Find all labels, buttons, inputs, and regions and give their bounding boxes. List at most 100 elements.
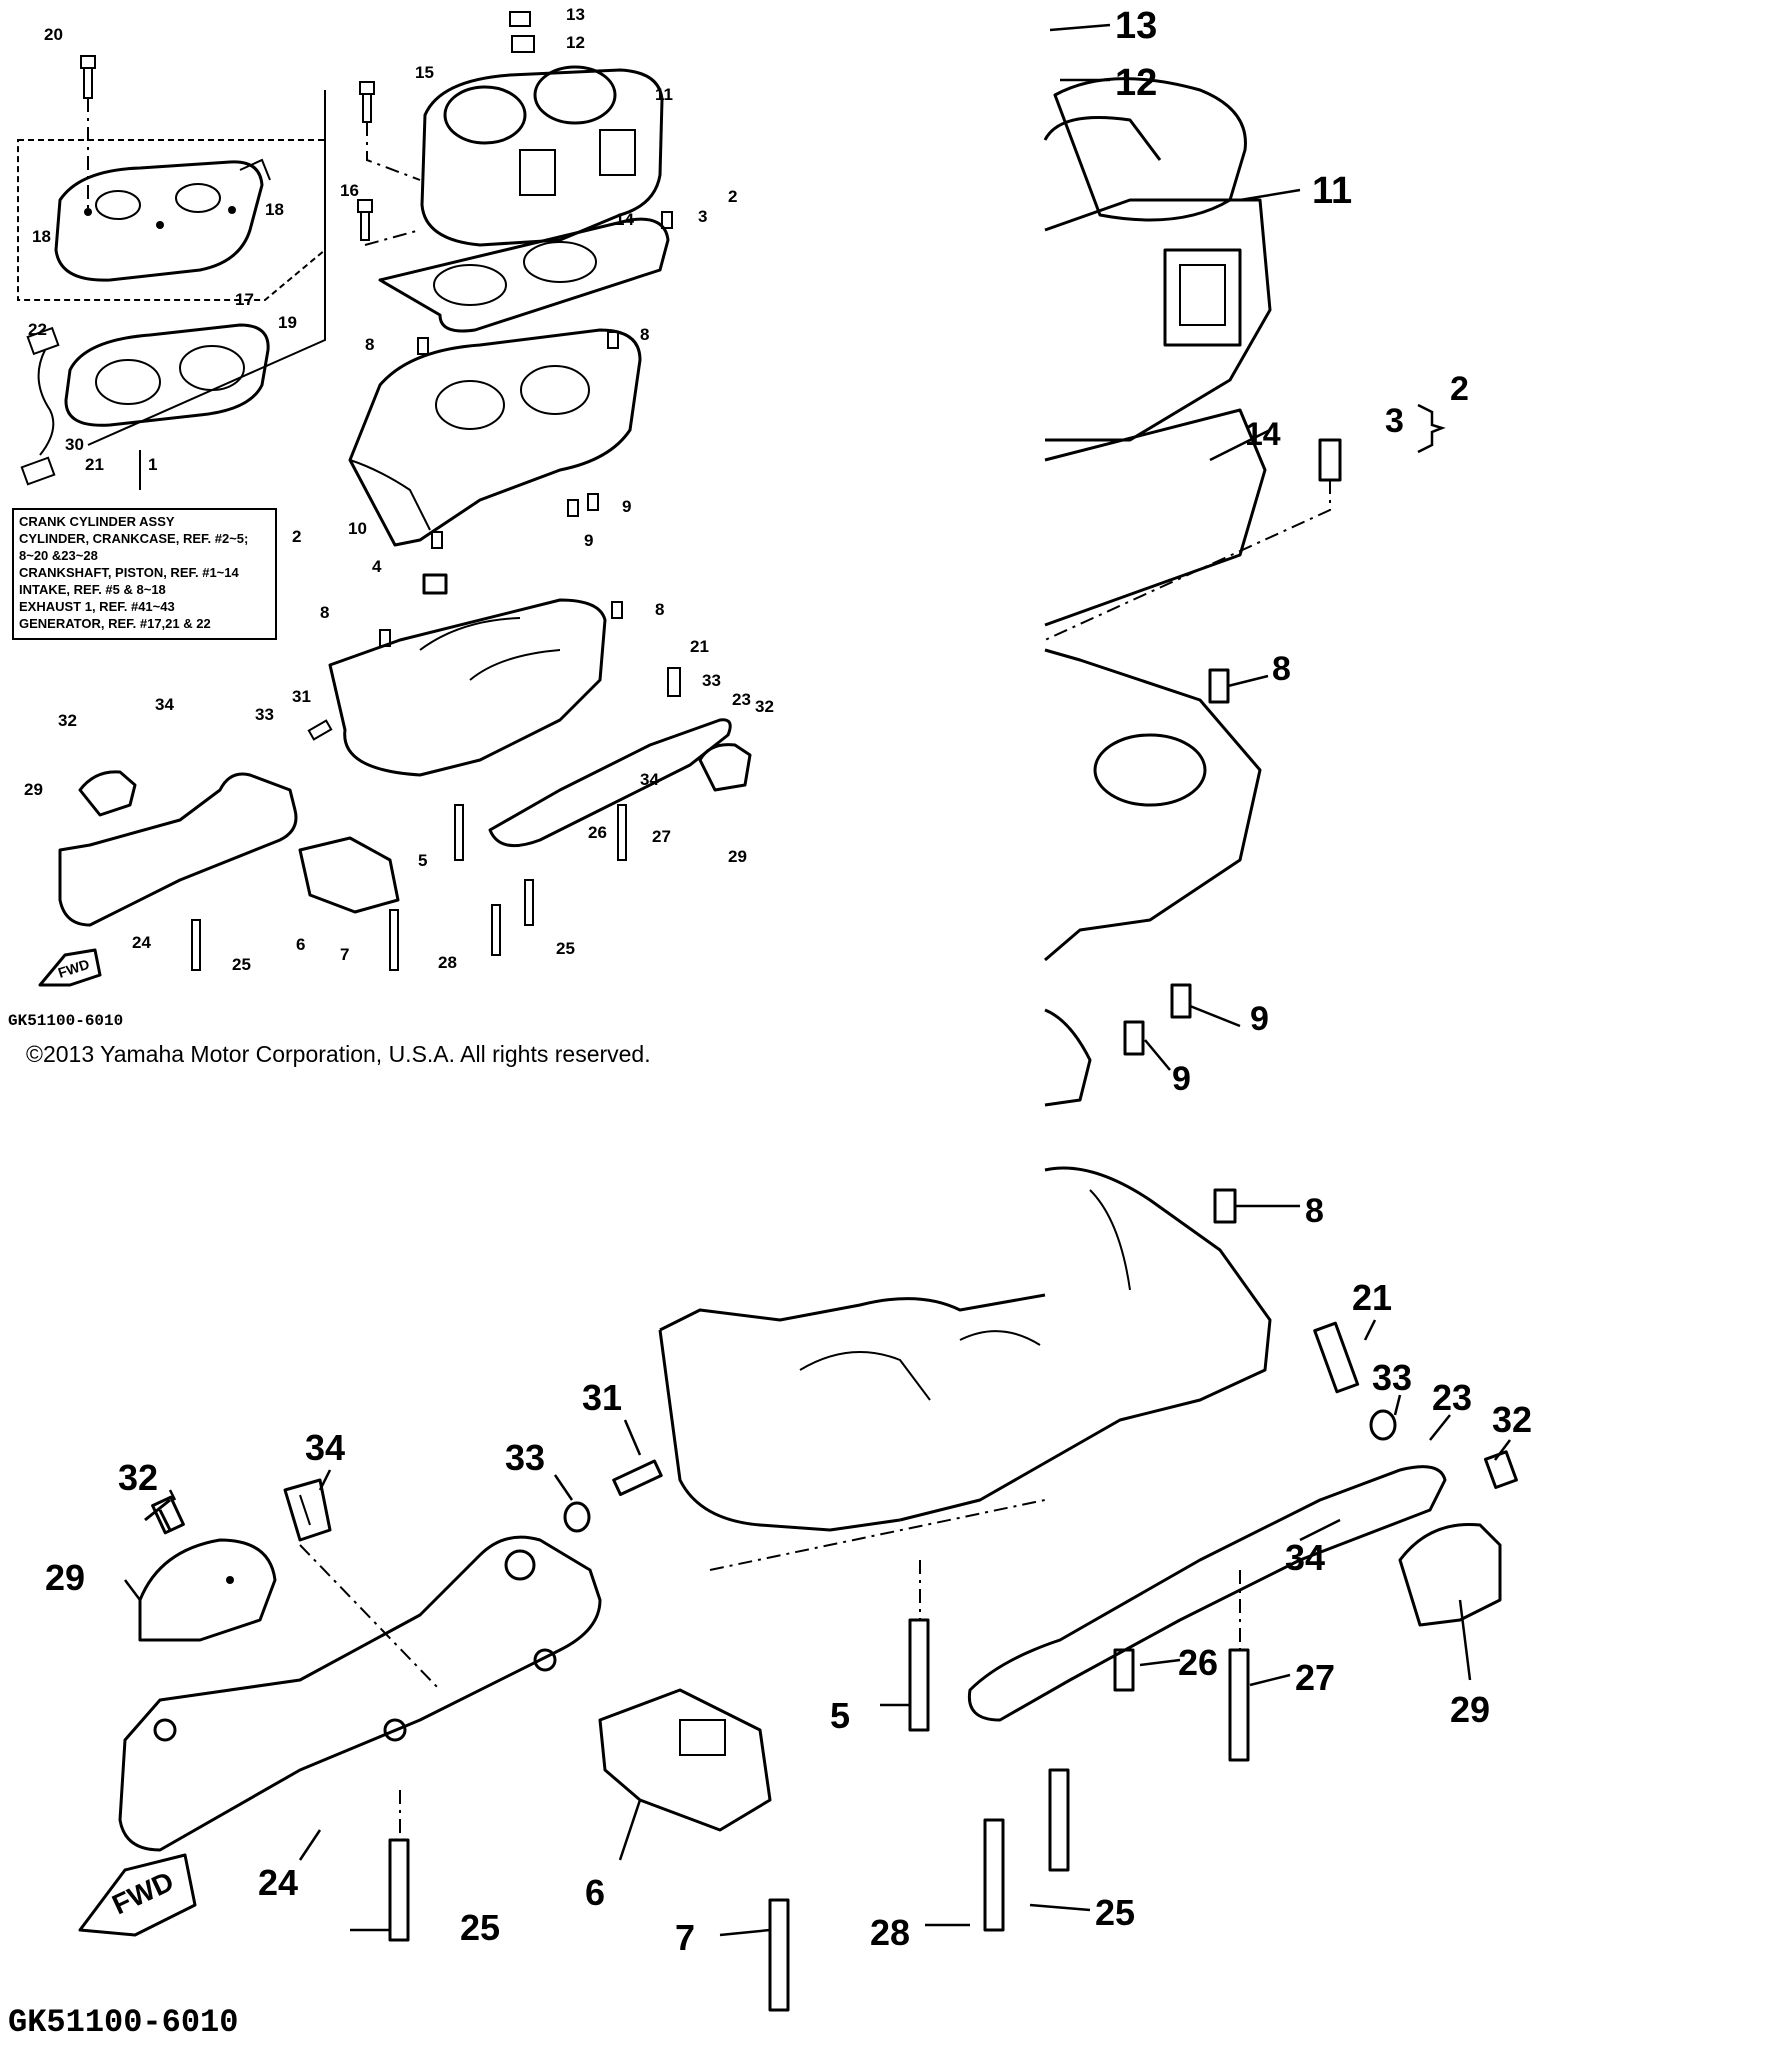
diagram-code-large: GK51100-6010: [8, 2004, 239, 2041]
label-30: 30: [65, 435, 84, 454]
label-9-a: 9: [622, 497, 631, 516]
head-inset-box: [17, 139, 326, 301]
label-1: 1: [148, 455, 157, 474]
detail-label-33: 33: [505, 1437, 545, 1478]
detail-label-34-b: 34: [1285, 1537, 1325, 1578]
bolt-27-small: [617, 804, 627, 861]
detail-label-7: 7: [675, 1917, 695, 1958]
label-11: 11: [655, 85, 673, 104]
label-34: 34: [155, 695, 174, 714]
label-10: 10: [348, 519, 367, 538]
detail-labels: 34 31 33 32 29 21 33 23 32 34 29 5 26 27…: [45, 1277, 1532, 1958]
bearing-4: [422, 573, 448, 595]
label-21: 21: [690, 637, 709, 656]
label-9-b: 9: [584, 531, 593, 550]
detail-label-9-b: 9: [1172, 1060, 1191, 1098]
label-32: 32: [58, 711, 77, 730]
dowel-3: [661, 211, 673, 229]
detail-label-24: 24: [258, 1862, 298, 1903]
detail-label-32-b: 32: [1492, 1399, 1532, 1440]
label-5: 5: [418, 851, 427, 870]
detail-label-8-b: 8: [1305, 1192, 1324, 1230]
overview-labels: 20 13 12 15 11 16 18 18 14 3 2 17 19 22 …: [24, 5, 774, 974]
label-3: 3: [698, 207, 707, 226]
reference-line-1: CRANK CYLINDER ASSY: [19, 514, 175, 529]
upper-crankcase: [348, 328, 642, 547]
copyright-notice: ©2013 Yamaha Motor Corporation, U.S.A. A…: [26, 1041, 651, 1067]
bolt-31-small: [307, 719, 333, 741]
dowel-9-b: [587, 493, 599, 511]
label-24: 24: [132, 933, 151, 952]
rubber-mount-left: [78, 770, 137, 817]
label-21-top: 21: [85, 455, 104, 474]
dowel-10: [431, 531, 443, 549]
detail-label-2: 2: [1450, 370, 1469, 408]
detail-label-29: 29: [45, 1557, 85, 1598]
label-26: 26: [588, 823, 607, 842]
diagram-code-small: GK51100-6010: [8, 1012, 124, 1030]
overview-diagram: FWD 20 13 12 15 11 16 18 18 14 3 2 17 19…: [17, 5, 774, 987]
label-8-c: 8: [320, 603, 329, 622]
cylinder-head: [54, 158, 271, 282]
detail-label-11: 11: [1312, 170, 1352, 212]
lower-crankcase: [328, 598, 623, 777]
label-33: 33: [255, 705, 274, 724]
dowel-8-b: [607, 331, 619, 349]
detail-label-21: 21: [1352, 1277, 1392, 1318]
detail-label-9-a: 9: [1250, 1000, 1269, 1038]
label-12: 12: [566, 33, 585, 52]
reference-line-7: GENERATOR, REF. #17,21 & 22: [19, 616, 211, 631]
detail-bottom: 8: [45, 1166, 1532, 2012]
reference-line-2: CYLINDER, CRANKCASE, REF. #2~5;: [19, 531, 249, 546]
cylinder-block: [420, 11, 664, 247]
detail-label-25-b: 25: [1095, 1892, 1135, 1933]
rubber-mount-right: [698, 743, 752, 792]
label-7: 7: [340, 945, 349, 964]
label-25: 25: [232, 955, 251, 974]
detail-label-12: 12: [1115, 62, 1157, 104]
detail-label-33-b: 33: [1372, 1357, 1412, 1398]
dowel-9-a: [567, 499, 579, 517]
label-16: 16: [340, 181, 359, 200]
label-14: 14: [615, 210, 634, 229]
engine-mount-bracket-right: [488, 718, 732, 848]
fwd-arrow-small: FWD: [38, 948, 102, 987]
label-8-d: 8: [655, 600, 664, 619]
detail-top-right: 13 12 11 14 3 2 8 9 9: [1043, 5, 1469, 1107]
label-31: 31: [292, 687, 311, 706]
label-17: 17: [235, 290, 254, 309]
bolt-20: [80, 55, 96, 215]
bolt-21-small: [667, 667, 681, 697]
label-13: 13: [566, 5, 585, 24]
detail-label-29-b: 29: [1450, 1689, 1490, 1730]
reference-line-5: INTAKE, REF. #5 & 8~18: [19, 582, 166, 597]
label-28: 28: [438, 953, 457, 972]
label-19: 19: [278, 313, 297, 332]
label-2-top: 2: [728, 187, 737, 206]
detail-label-3: 3: [1385, 402, 1404, 440]
reference-line-4: CRANKSHAFT, PISTON, REF. #1~14: [19, 565, 239, 580]
detail-label-26: 26: [1178, 1642, 1218, 1683]
label-18-b: 18: [32, 227, 51, 246]
label-2: 2: [292, 527, 301, 546]
cylinder-gasket: [378, 217, 670, 333]
detail-label-34: 34: [305, 1427, 345, 1468]
temp-sensor: [20, 326, 60, 486]
fwd-arrow-large: FWD: [78, 1853, 197, 1937]
label-25-b: 25: [556, 939, 575, 958]
engine-mount-block: [298, 836, 400, 914]
detail-label-8-a: 8: [1272, 650, 1291, 688]
bolt-16: [357, 199, 421, 246]
bolt-25-small-a: [191, 919, 201, 971]
reference-line-6: EXHAUST 1, REF. #41~43: [19, 599, 175, 614]
detail-label-23: 23: [1432, 1377, 1472, 1418]
detail-label-13: 13: [1115, 5, 1157, 47]
label-34-b: 34: [640, 770, 659, 789]
label-6: 6: [296, 935, 305, 954]
dowel-8-a: [417, 337, 429, 355]
detail-label-5: 5: [830, 1695, 850, 1736]
label-18-a: 18: [265, 200, 284, 219]
engine-mount-bracket-left: [58, 772, 298, 927]
label-22: 22: [28, 320, 47, 339]
